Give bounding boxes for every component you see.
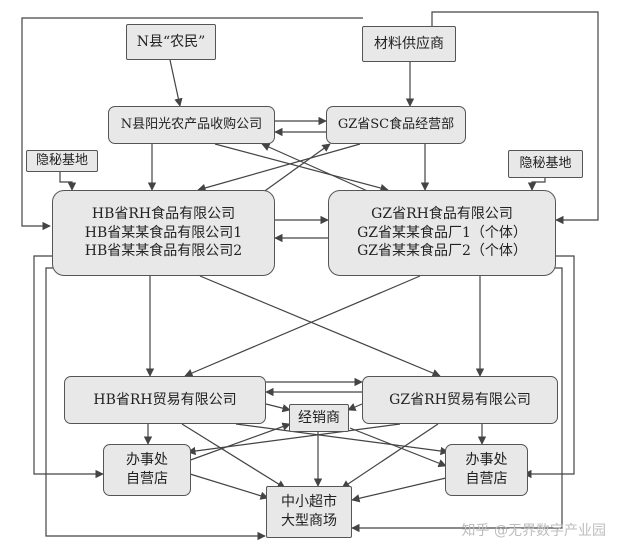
hb-food-company-1: HB省RH食品有限公司 (91, 205, 236, 222)
gz-food-company-2: GZ省某某食品厂1（个体） (357, 224, 527, 241)
mall-label: 大型商场 (281, 513, 337, 529)
hidden-base-left-label: 隐秘基地 (35, 153, 88, 169)
supplier-node: 材料供应商 (362, 26, 456, 62)
n-farmers-label: N县“农民” (136, 33, 206, 50)
n-purchase-company-node: N县阳光农产品收购公司 (108, 106, 275, 144)
hidden-base-right-label: 隐秘基地 (519, 156, 572, 172)
hb-trade-company-node: HB省RH贸易有限公司 (64, 376, 266, 424)
hb-food-company-2: HB省某某食品有限公司1 (84, 224, 243, 241)
supplier-label: 材料供应商 (374, 35, 444, 52)
gz-food-company-1: GZ省RH食品有限公司 (371, 205, 513, 222)
distributor-node: 经销商 (289, 404, 349, 432)
gz-trade-company-label: GZ省RH贸易有限公司 (389, 391, 531, 408)
gz-trade-company-node: GZ省RH贸易有限公司 (362, 376, 558, 424)
gz-sc-food-dept-node: GZ省SC食品经营部 (326, 106, 466, 144)
n-purchase-company-label: N县阳光农产品收购公司 (120, 117, 263, 133)
distributor-label: 经销商 (298, 409, 340, 426)
hidden-base-right-node: 隐秘基地 (508, 150, 583, 178)
supermarket-mall-node: 中小超市 大型商场 (266, 486, 352, 538)
hb-food-company-3: HB省某某食品有限公司2 (84, 243, 243, 260)
gz-food-company-3: GZ省某某食品厂2（个体） (357, 243, 527, 260)
n-farmers-node: N县“农民” (126, 24, 216, 60)
hidden-base-left-node: 隐秘基地 (26, 150, 98, 172)
store-left-label: 自营店 (126, 471, 168, 487)
office-store-left-node: 办事处 自营店 (103, 444, 191, 496)
store-right-label: 自营店 (465, 471, 508, 487)
office-left-label: 办事处 (126, 452, 168, 469)
office-store-right-node: 办事处 自营店 (445, 444, 528, 496)
gz-food-companies-node: GZ省RH食品有限公司 GZ省某某食品厂1（个体） GZ省某某食品厂2（个体） (328, 190, 556, 276)
supermarket-label: 中小超市 (281, 494, 337, 511)
hb-food-companies-node: HB省RH食品有限公司 HB省某某食品有限公司1 HB省某某食品有限公司2 (52, 190, 275, 276)
hb-trade-company-label: HB省RH贸易有限公司 (93, 391, 237, 408)
office-right-label: 办事处 (465, 452, 508, 469)
watermark: 知乎 @无界数字产业园 (461, 523, 606, 539)
gz-sc-food-dept-label: GZ省SC食品经营部 (337, 117, 455, 133)
